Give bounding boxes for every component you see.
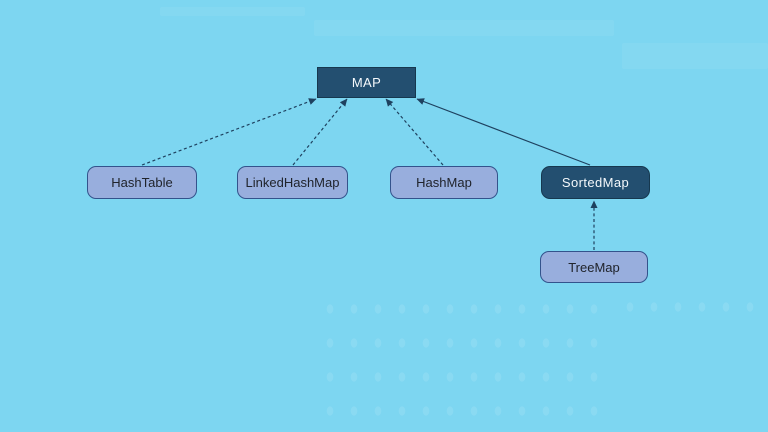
edges	[141, 98, 598, 250]
node-hashmap: HashMap	[390, 166, 498, 199]
node-sortedmap: SortedMap	[541, 166, 650, 199]
watermark-ghost-right	[622, 43, 768, 69]
node-treemap: TreeMap	[540, 251, 648, 283]
node-linkedhashmap: LinkedHashMap	[237, 166, 348, 199]
watermark-ghost-top-center	[314, 20, 614, 36]
watermark-ghost-top-left	[160, 7, 305, 16]
edge-linkedhashmap-to-map	[292, 98, 348, 166]
node-map: MAP	[317, 67, 416, 98]
watermark-ghost-bottom-grid	[318, 292, 608, 432]
watermark-ghost-bottom-right	[618, 290, 768, 335]
node-hashtable: HashTable	[87, 166, 197, 199]
edge-hashtable-to-map	[141, 98, 317, 166]
edge-sortedmap-to-map	[416, 98, 591, 166]
edge-hashmap-to-map	[385, 98, 444, 166]
